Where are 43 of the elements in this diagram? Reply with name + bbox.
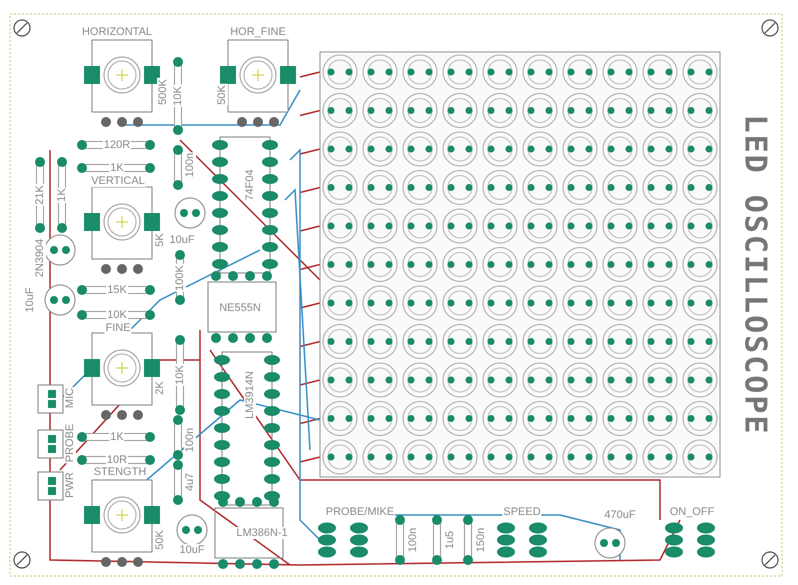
switch-label: PROBE/MIKE xyxy=(324,506,396,518)
value-label: 120R xyxy=(102,139,132,151)
value-label: 1u5 xyxy=(444,530,456,550)
board-title: LED OSCILLOSCOPE xyxy=(738,114,772,436)
value-label: 100K xyxy=(174,264,186,292)
pot-label: FINE xyxy=(104,322,132,334)
value-label: 10uF xyxy=(168,234,196,246)
value-label: 1K xyxy=(56,187,68,203)
value-label: 100n xyxy=(184,152,196,178)
value-label: 500K xyxy=(157,78,169,106)
value-label: 21K xyxy=(34,184,46,206)
chip-label: LM386N-1 xyxy=(235,527,289,539)
value-label: 1K xyxy=(109,162,125,174)
connector-label: MIC xyxy=(64,386,76,410)
pot-label: STENGTH xyxy=(92,466,148,478)
value-label: 1K xyxy=(109,431,125,443)
connector-label: PWR xyxy=(64,471,76,499)
switch-label: SPEED xyxy=(502,506,542,518)
value-label: 50K xyxy=(216,84,228,106)
value-label: 10R xyxy=(106,454,128,466)
value-label: 150n xyxy=(475,526,487,554)
value-label: 4u7 xyxy=(184,472,196,492)
value-label: 10uF xyxy=(178,544,206,556)
chip-label: LM3914N xyxy=(244,370,256,420)
value-label: 100n xyxy=(407,526,419,554)
connector-label: PROBE xyxy=(64,422,76,464)
value-label: 100n xyxy=(184,426,196,454)
switch-label: ON_OFF xyxy=(668,506,716,518)
pot-label: VERTICAL xyxy=(90,175,146,187)
value-label: 5K xyxy=(154,232,166,248)
value-label: 10K xyxy=(172,85,184,107)
pot-label: HORIZONTAL xyxy=(80,26,154,38)
value-label: 2K xyxy=(154,380,166,396)
chip-label: NE555N xyxy=(218,302,262,314)
value-label: 10K xyxy=(106,309,128,321)
value-label: 10uF xyxy=(24,286,36,314)
value-label: 15K xyxy=(106,284,128,296)
value-label: 470uF xyxy=(603,509,637,521)
chip-label: 74F04 xyxy=(244,168,256,202)
value-label: 10K xyxy=(174,364,186,386)
part-label: 2N3904 xyxy=(34,238,46,278)
value-label: 50K xyxy=(154,529,166,551)
pot-label: HOR_FINE xyxy=(229,26,287,38)
